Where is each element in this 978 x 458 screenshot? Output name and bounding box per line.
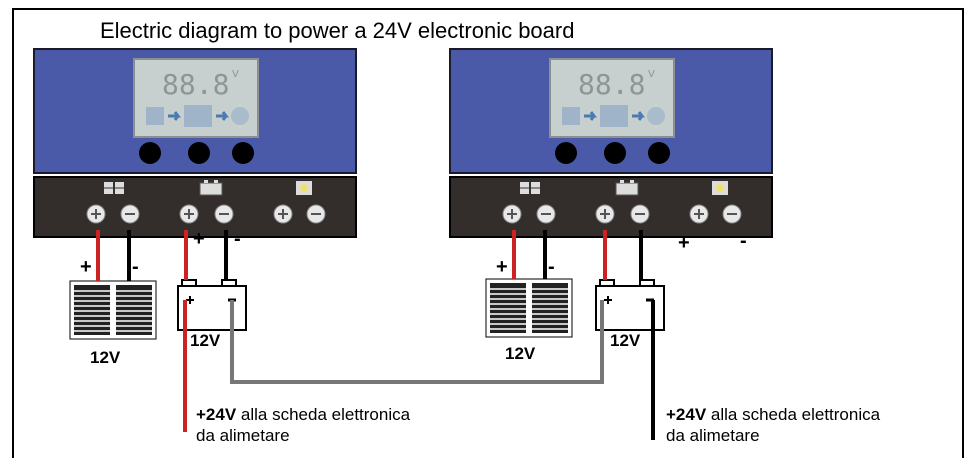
- solar-1-minus: -: [132, 256, 139, 278]
- battery-1: [176, 278, 248, 332]
- ctrl-2-load-plus: +: [678, 232, 690, 254]
- solar-2-minus: -: [548, 256, 555, 278]
- output-note-1: +24V alla scheda elettronica da alimetar…: [196, 404, 410, 446]
- ctrl-2-load-minus: -: [740, 230, 747, 252]
- solar-panel-1: [69, 280, 157, 340]
- output-note-1-voltage: +24V: [196, 405, 237, 424]
- ctrl-1-batt-plus: +: [193, 228, 205, 250]
- solar-1-plus: +: [80, 256, 92, 278]
- wires-unit-2: [512, 230, 655, 440]
- solar-1-voltage: 12V: [90, 348, 121, 367]
- output-note-1-line2: da alimetare: [196, 426, 290, 445]
- wires-unit-1: [96, 230, 228, 432]
- solar-panel-2: [485, 278, 573, 338]
- charge-controller-1: [32, 47, 358, 239]
- output-note-2-voltage: +24V: [666, 405, 707, 424]
- output-note-2: +24V alla scheda elettronica da alimetar…: [666, 404, 880, 446]
- battery-2-voltage: 12V: [610, 331, 641, 350]
- solar-2-voltage: 12V: [505, 344, 536, 363]
- solar-2-plus: +: [496, 256, 508, 278]
- charge-controller-2: [448, 47, 774, 239]
- ctrl-1-batt-minus: -: [234, 228, 241, 250]
- output-note-2-line1: alla scheda elettronica: [706, 405, 881, 424]
- diagram-frame: [12, 8, 964, 458]
- output-note-2-line2: da alimetare: [666, 426, 760, 445]
- series-link-wire: [230, 300, 604, 384]
- battery-1-voltage: 12V: [190, 331, 221, 350]
- diagram-title: Electric diagram to power a 24V electron…: [100, 18, 575, 43]
- output-note-1-line1: alla scheda elettronica: [236, 405, 411, 424]
